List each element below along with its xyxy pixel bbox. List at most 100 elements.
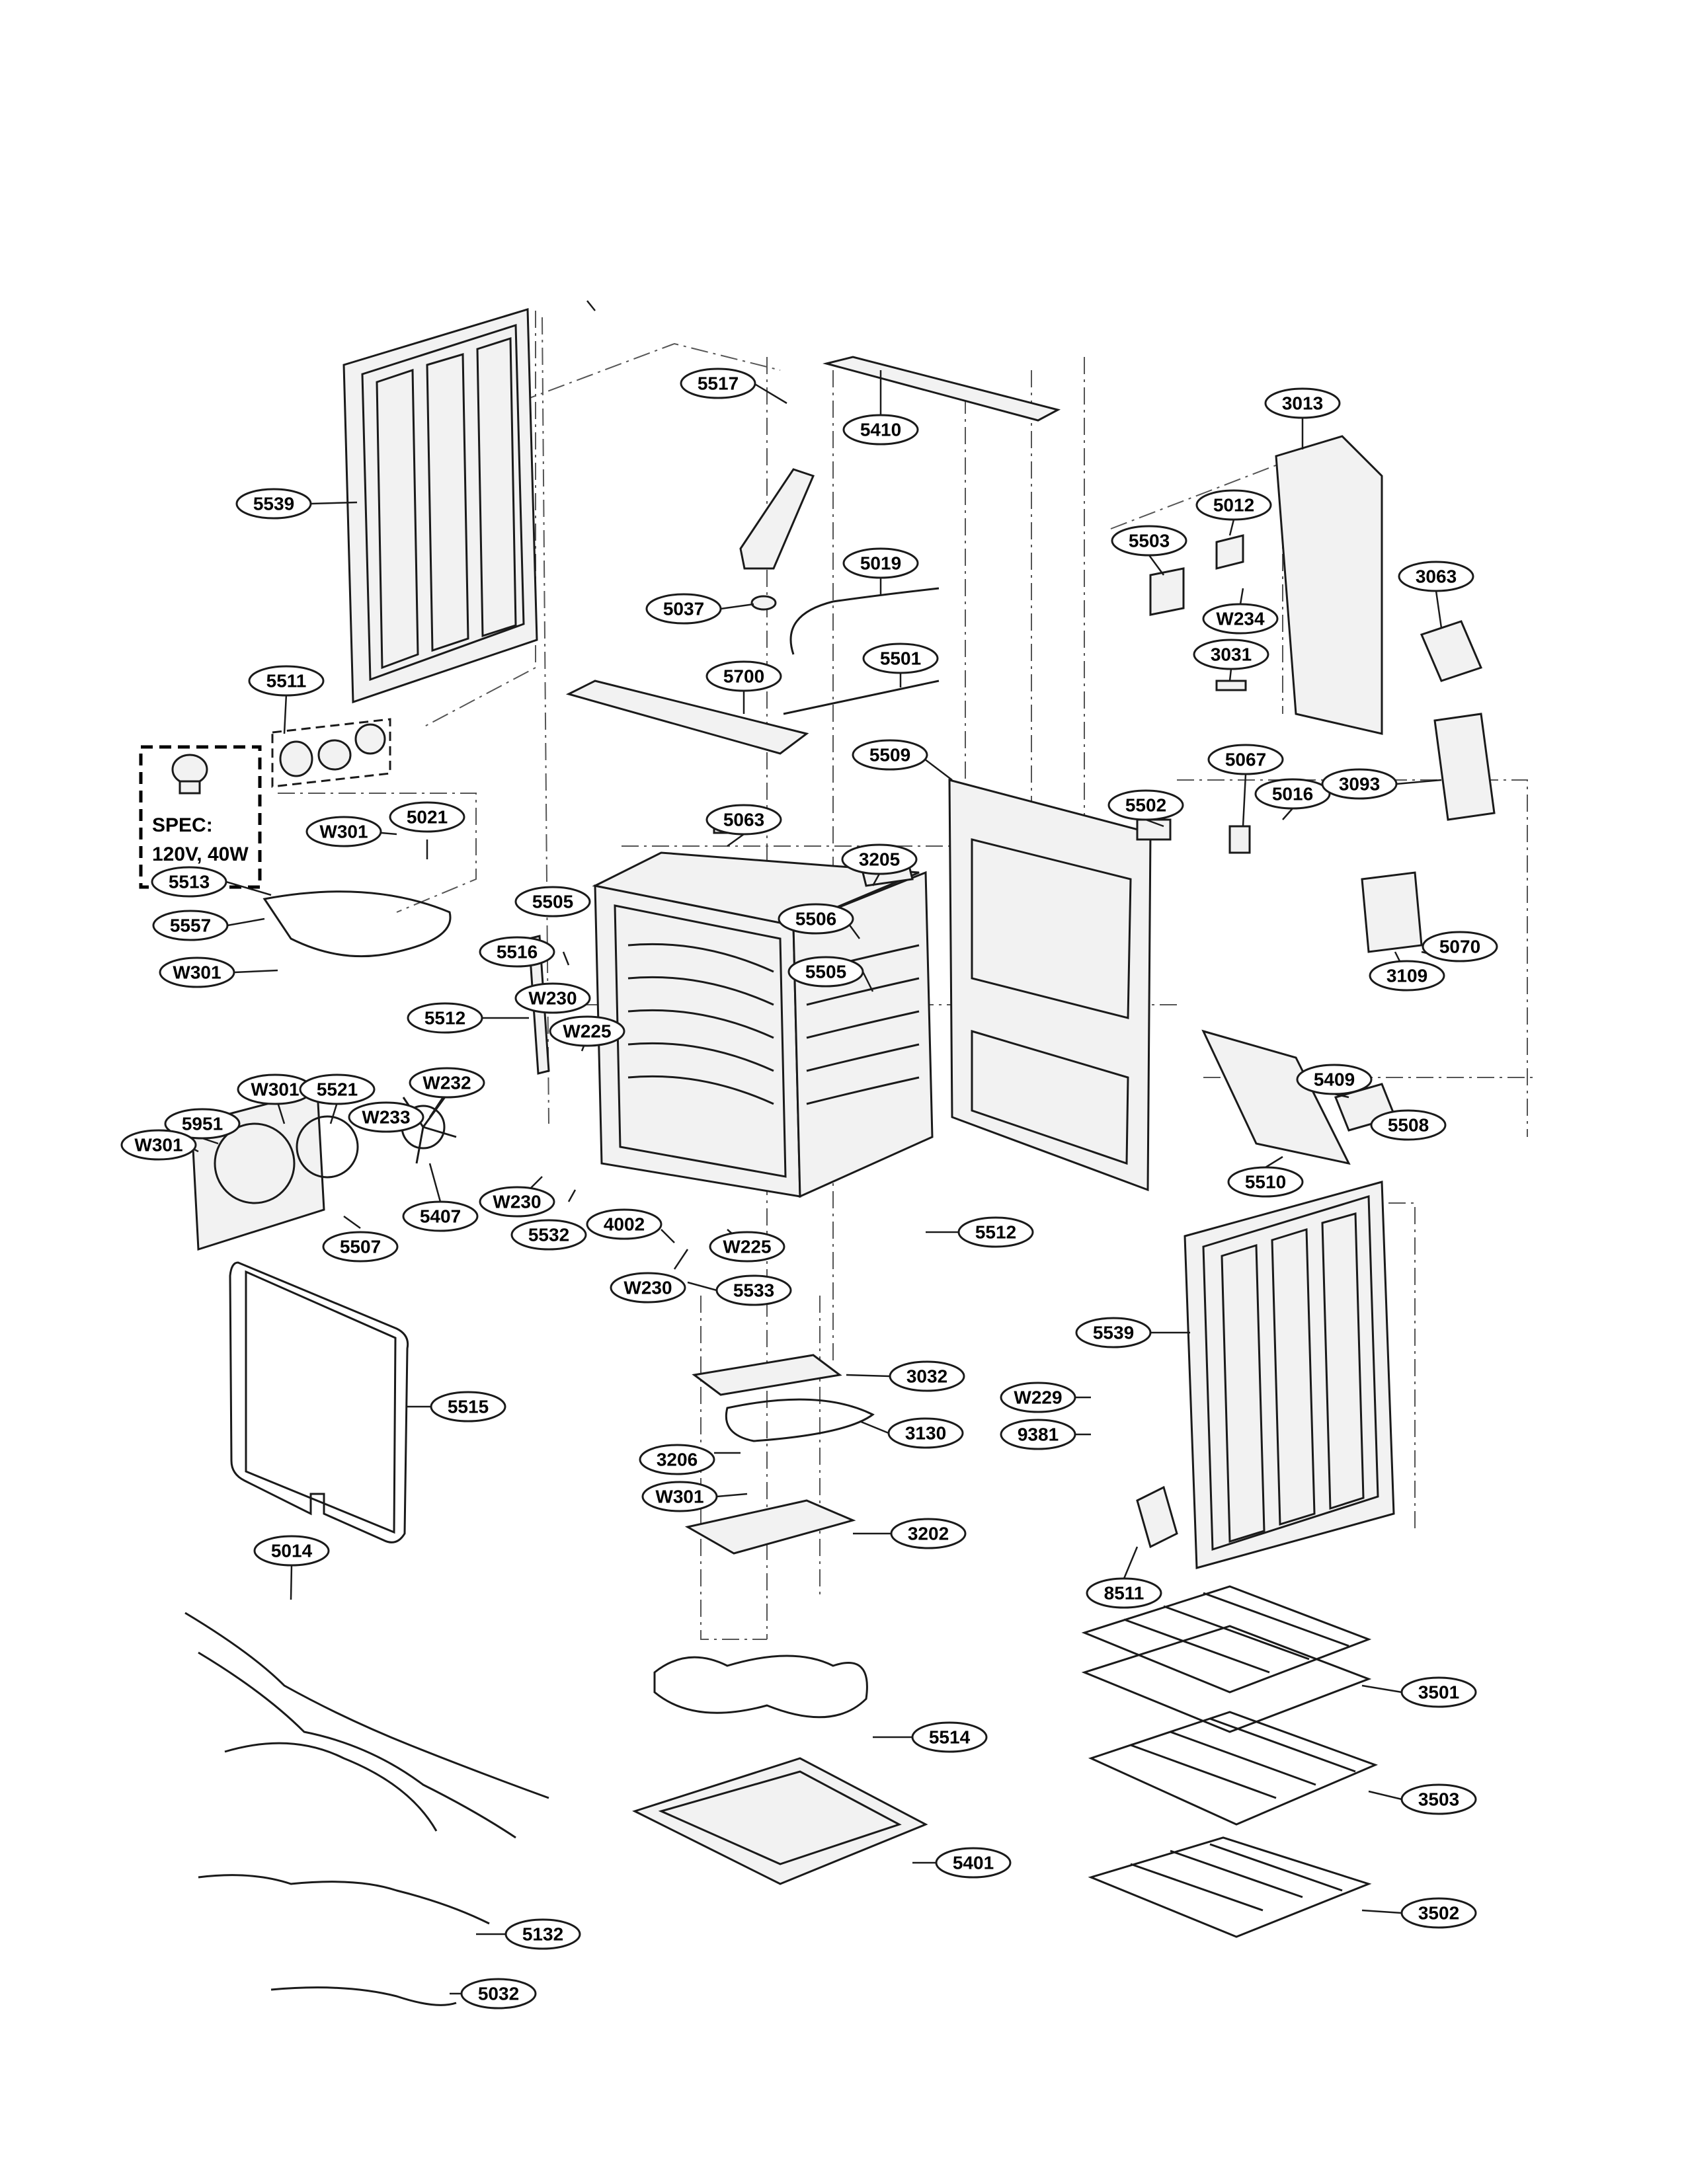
callout-5409[interactable]: 5409 <box>1296 1064 1373 1095</box>
callout-5514[interactable]: 5514 <box>911 1721 988 1753</box>
callout-w230[interactable]: W230 <box>514 982 591 1014</box>
callout-5508[interactable]: 5508 <box>1370 1109 1447 1141</box>
callout-5019[interactable]: 5019 <box>842 547 919 579</box>
callout-5021[interactable]: 5021 <box>389 801 465 833</box>
callout-5037[interactable]: 5037 <box>645 593 722 625</box>
callout-5515[interactable]: 5515 <box>430 1391 506 1423</box>
callout-3502[interactable]: 3502 <box>1400 1897 1477 1929</box>
callout-w234[interactable]: W234 <box>1202 603 1279 635</box>
callout-w232[interactable]: W232 <box>409 1067 485 1099</box>
callout-label: 5501 <box>880 648 921 669</box>
callout-5401[interactable]: 5401 <box>935 1847 1012 1879</box>
oven-cavity <box>592 851 934 1198</box>
callout-3093[interactable]: 3093 <box>1321 768 1398 800</box>
oven-lamp-assembly <box>271 718 391 788</box>
callout-4002[interactable]: 4002 <box>586 1208 662 1240</box>
callout-label: 3031 <box>1211 644 1252 665</box>
lamp-spec-box: SPEC: 120V, 40W <box>139 745 262 889</box>
callout-label: 5510 <box>1245 1172 1286 1192</box>
callout-5516[interactable]: 5516 <box>479 936 555 968</box>
callout-3205[interactable]: 3205 <box>841 843 918 875</box>
callout-5533[interactable]: 5533 <box>715 1274 792 1306</box>
callout-w301[interactable]: W301 <box>305 816 382 847</box>
spec-title: SPEC: <box>152 814 213 836</box>
callout-5517[interactable]: 5517 <box>680 368 756 399</box>
callout-5511[interactable]: 5511 <box>248 665 325 697</box>
callout-w229[interactable]: W229 <box>1000 1382 1076 1413</box>
side-panel-right <box>1184 1181 1395 1569</box>
callout-5513[interactable]: 5513 <box>151 866 227 898</box>
callout-5032[interactable]: 5032 <box>460 1978 537 2009</box>
callout-w230[interactable]: W230 <box>479 1186 555 1218</box>
callout-3063[interactable]: 3063 <box>1398 561 1474 592</box>
callout-5501[interactable]: 5501 <box>862 643 939 674</box>
callout-8511[interactable]: 8511 <box>1086 1577 1162 1609</box>
callout-3109[interactable]: 3109 <box>1369 960 1445 992</box>
callout-w225[interactable]: W225 <box>549 1015 625 1047</box>
callout-3503[interactable]: 3503 <box>1400 1783 1477 1815</box>
callout-3206[interactable]: 3206 <box>639 1444 715 1475</box>
rear-panel <box>948 779 1152 1192</box>
callout-5410[interactable]: 5410 <box>842 414 919 446</box>
callout-label: 5067 <box>1225 750 1266 770</box>
callout-5510[interactable]: 5510 <box>1227 1166 1304 1198</box>
callout-3202[interactable]: 3202 <box>890 1518 967 1549</box>
callout-9381[interactable]: 9381 <box>1000 1419 1076 1450</box>
oven-racks <box>1081 1585 1379 1938</box>
callout-w301[interactable]: W301 <box>120 1129 197 1161</box>
callout-5132[interactable]: 5132 <box>504 1918 581 1950</box>
callout-5509[interactable]: 5509 <box>852 739 928 771</box>
callout-5014[interactable]: 5014 <box>253 1535 330 1567</box>
callout-w230[interactable]: W230 <box>610 1272 686 1304</box>
callout-5505[interactable]: 5505 <box>787 956 864 988</box>
callout-label: W301 <box>655 1487 703 1507</box>
callout-5539-top[interactable]: 5539 <box>235 488 312 520</box>
callout-5532[interactable]: 5532 <box>510 1219 587 1251</box>
callout-label: W234 <box>1216 609 1265 629</box>
callout-label: 5515 <box>448 1397 489 1417</box>
callout-5505[interactable]: 5505 <box>514 886 591 917</box>
callout-w301[interactable]: W301 <box>641 1481 718 1512</box>
callout-3031[interactable]: 3031 <box>1193 639 1269 670</box>
callout-label: W230 <box>528 988 577 1009</box>
callout-label: 5021 <box>407 807 448 828</box>
door-gasket <box>229 1261 409 1543</box>
callout-label: 5512 <box>424 1008 465 1029</box>
callout-label: 5509 <box>869 745 910 765</box>
callout-label: 5521 <box>317 1079 358 1100</box>
callout-5067[interactable]: 5067 <box>1207 744 1284 775</box>
callout-5951[interactable]: 5951 <box>164 1108 241 1140</box>
callout-5700[interactable]: 5700 <box>705 660 782 692</box>
callout-5557[interactable]: 5557 <box>152 910 229 941</box>
callout-label: 5409 <box>1314 1070 1355 1090</box>
callout-3032[interactable]: 3032 <box>889 1360 965 1392</box>
callout-3013[interactable]: 3013 <box>1264 387 1341 419</box>
callout-label: 5401 <box>953 1853 994 1873</box>
callout-5506[interactable]: 5506 <box>778 903 854 935</box>
callout-5063[interactable]: 5063 <box>705 804 782 836</box>
callout-label: 5505 <box>805 962 846 982</box>
callout-5507[interactable]: 5507 <box>322 1231 399 1263</box>
callout-label: 8511 <box>1104 1583 1144 1604</box>
callout-5016[interactable]: 5016 <box>1254 778 1331 810</box>
callout-5512[interactable]: 5512 <box>957 1216 1034 1248</box>
callout-5407[interactable]: 5407 <box>402 1200 479 1232</box>
callout-label: 3063 <box>1416 566 1457 587</box>
callout-5012[interactable]: 5012 <box>1195 489 1272 521</box>
callout-label: 3109 <box>1386 966 1427 986</box>
callout-5512[interactable]: 5512 <box>407 1002 483 1034</box>
callout-5070[interactable]: 5070 <box>1422 931 1498 962</box>
callout-3501[interactable]: 3501 <box>1400 1676 1477 1708</box>
callout-5539-bottom[interactable]: 5539 <box>1075 1317 1152 1348</box>
callout-w301[interactable]: W301 <box>159 956 235 988</box>
callout-5503[interactable]: 5503 <box>1111 525 1187 557</box>
callout-3130[interactable]: 3130 <box>887 1417 964 1449</box>
callout-w225[interactable]: W225 <box>709 1231 785 1263</box>
callout-label: W301 <box>173 962 221 983</box>
callout-label: 5502 <box>1125 795 1166 816</box>
callout-5521[interactable]: 5521 <box>299 1073 376 1105</box>
callout-5502[interactable]: 5502 <box>1107 789 1184 821</box>
callout-w233[interactable]: W233 <box>348 1101 424 1133</box>
callout-label: W301 <box>319 822 368 842</box>
